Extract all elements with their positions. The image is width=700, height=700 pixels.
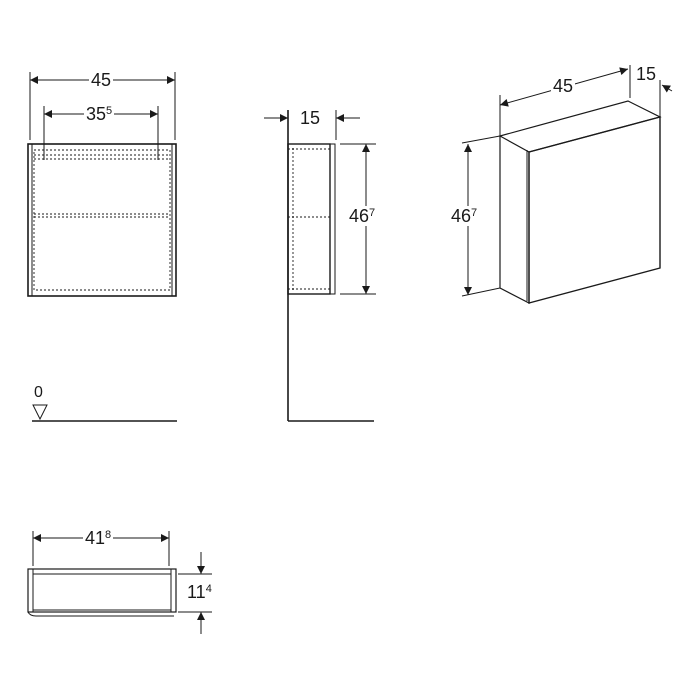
iso-depth-label: 15 (634, 64, 659, 84)
iso-view (461, 65, 673, 304)
front-view (27, 72, 177, 422)
top-depth-label: 114 (185, 582, 214, 602)
iso-width-label: 45 (551, 76, 576, 96)
front-width-label: 45 (89, 70, 114, 90)
side-view (264, 110, 376, 422)
iso-height-label: 467 (449, 206, 480, 226)
top-view (27, 531, 212, 634)
top-width-label: 418 (83, 528, 114, 548)
front-inner-width-label: 355 (84, 104, 115, 124)
side-depth-label: 15 (298, 108, 323, 128)
floor-level-label: 0 (34, 384, 43, 401)
side-height-label: 467 (347, 206, 378, 226)
